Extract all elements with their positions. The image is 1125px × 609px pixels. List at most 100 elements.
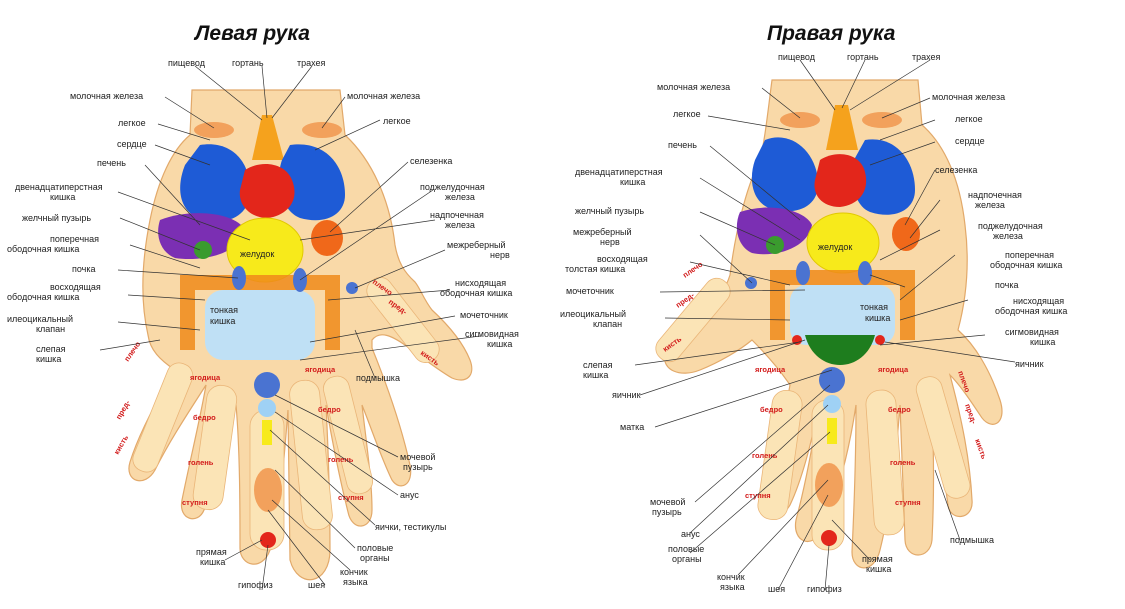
left-zone-stupnya-2: ступня	[338, 493, 364, 502]
left-label-mezhreber-2: нерв	[490, 250, 510, 260]
right-label-ileots-2: клапан	[593, 319, 622, 329]
right-label-yaichnik-r: яичник	[1015, 359, 1044, 369]
left-intercostal-nerve-point	[346, 282, 358, 294]
right-label-dvenadts-2: кишка	[620, 177, 645, 187]
left-label-yaichki: яички, тестикулы	[375, 522, 446, 532]
left-label-podmyshka: подмышка	[356, 373, 400, 383]
right-label-mochevoy-1: мочевой	[650, 497, 685, 507]
right-label-yaichnik-l: яичник	[612, 390, 641, 400]
right-zone-bedro-1: бедро	[760, 405, 783, 414]
left-kidney-l	[232, 266, 246, 290]
right-label-podmyshka: подмышка	[950, 535, 994, 545]
right-small-intestine	[790, 285, 895, 345]
right-mammary-gland-r	[862, 112, 902, 128]
right-label-mezhreber-1: межреберный	[573, 227, 632, 237]
right-label-pryamaya-1: прямая	[862, 554, 893, 564]
right-label-gipofiz: гипофиз	[807, 584, 842, 594]
left-label-niskhod-1: нисходящая	[455, 278, 506, 288]
right-label-trakheya: трахея	[912, 52, 941, 62]
left-hand-title: Левая рука	[193, 22, 310, 45]
left-label-ileots-1: илеоцикальный	[7, 314, 73, 324]
right-small-intestine-text-1: тонкая	[860, 302, 888, 312]
right-hand-figure: желудок тонкая кишка плечо пред- кисть я…	[560, 52, 1067, 594]
right-mammary-gland-l	[780, 112, 820, 128]
right-neck	[815, 463, 843, 507]
right-kidney-l	[796, 261, 810, 285]
right-colon	[770, 270, 915, 340]
left-zone-bedro-2: бедро	[318, 405, 341, 414]
left-label-pryamaya-1: прямая	[196, 547, 227, 557]
left-label-zhelch: желчный пузырь	[22, 213, 91, 223]
right-label-dvenadts-1: двенадцатиперстная	[575, 167, 663, 177]
left-little-finger-bones	[323, 375, 373, 495]
right-lung-r	[852, 139, 915, 215]
right-label-mezhreber-2: нерв	[600, 237, 620, 247]
left-ring-finger-bones	[289, 379, 333, 531]
right-label-poperech-1: поперечная	[1005, 250, 1054, 260]
left-label-slepaya-2: кишка	[36, 354, 61, 364]
right-label-matka: матка	[620, 422, 644, 432]
left-label-dvenadts-2: кишка	[50, 192, 75, 202]
left-label-polovye-2: органы	[360, 553, 390, 563]
left-label-ileots-2: клапан	[36, 324, 65, 334]
left-genitals	[262, 420, 272, 445]
right-zone-yagoditsa-1: ягодица	[755, 365, 786, 374]
left-label-serdtse: сердце	[117, 139, 147, 149]
left-label-pishchevod: пищевод	[168, 58, 206, 68]
right-label-mol-zhel-l: молочная железа	[657, 82, 730, 92]
left-small-intestine	[205, 290, 315, 360]
right-hand-title: Правая рука	[767, 22, 896, 45]
right-zone-kist-2: кисть	[973, 438, 989, 461]
right-adrenal	[892, 217, 920, 251]
right-label-legkoe-l: легкое	[673, 109, 701, 119]
left-label-slepaya-1: слепая	[36, 344, 66, 354]
left-gallbladder	[194, 241, 212, 259]
left-index-finger-bones	[192, 384, 238, 511]
right-esophagus	[826, 105, 858, 150]
right-label-pochka: почка	[995, 280, 1019, 290]
left-label-trakheya: трахея	[297, 58, 326, 68]
right-label-konchik-1: кончик	[717, 572, 745, 582]
right-small-intestine-text-2: кишка	[865, 313, 890, 323]
left-bladder	[254, 372, 280, 398]
left-label-gortan: гортань	[232, 58, 264, 68]
left-neck	[254, 468, 282, 512]
right-label-polovye-1: половые	[668, 544, 704, 554]
left-label-selezenka: селезенка	[410, 156, 452, 166]
left-label-sigmovid-1: сигмовидная	[465, 329, 519, 339]
right-label-polovye-2: органы	[672, 554, 702, 564]
left-label-legkoe-l: легкое	[118, 118, 146, 128]
right-zone-golen-2: голень	[890, 458, 916, 467]
left-zone-kist: кисть	[112, 433, 130, 456]
right-index-finger-bones	[757, 389, 803, 521]
right-label-pishchevod: пищевод	[778, 52, 816, 62]
right-label-nadpoch-1: надпочечная	[968, 190, 1022, 200]
right-label-mochevoy-2: пузырь	[652, 507, 682, 517]
right-label-selezenka: селезенка	[935, 165, 977, 175]
right-ring-finger-bones	[865, 389, 905, 536]
right-label-anus: анус	[681, 529, 700, 539]
left-spleen	[311, 220, 343, 256]
right-label-serdtse: сердце	[955, 136, 985, 146]
left-pituitary	[260, 532, 276, 548]
left-label-poperech-2: ободочная кишка	[7, 244, 79, 254]
left-label-mochevoy-1: мочевой	[400, 452, 435, 462]
right-label-legkoe-r: легкое	[955, 114, 983, 124]
right-zone-yagoditsa-2: ягодица	[878, 365, 909, 374]
right-bladder	[819, 367, 845, 393]
left-label-nadpoch-1: надпочечная	[430, 210, 484, 220]
right-label-sheya: шея	[768, 584, 785, 594]
right-label-zhelch: желчный пузырь	[575, 206, 644, 216]
right-label-slepaya-2: кишка	[583, 370, 608, 380]
right-label-pryamaya-2: кишка	[866, 564, 891, 574]
left-small-intestine-text-1: тонкая	[210, 305, 238, 315]
left-stomach-text: желудок	[240, 249, 274, 259]
right-anus-point	[823, 395, 841, 413]
left-zone-bedro-1: бедро	[193, 413, 216, 422]
right-zone-stupnya-1: ступня	[745, 491, 771, 500]
left-zone-yagoditsa-1: ягодица	[190, 373, 221, 382]
left-label-sigmovid-2: кишка	[487, 339, 512, 349]
left-label-pechen: печень	[97, 158, 126, 168]
left-label-sheya: шея	[308, 580, 325, 590]
